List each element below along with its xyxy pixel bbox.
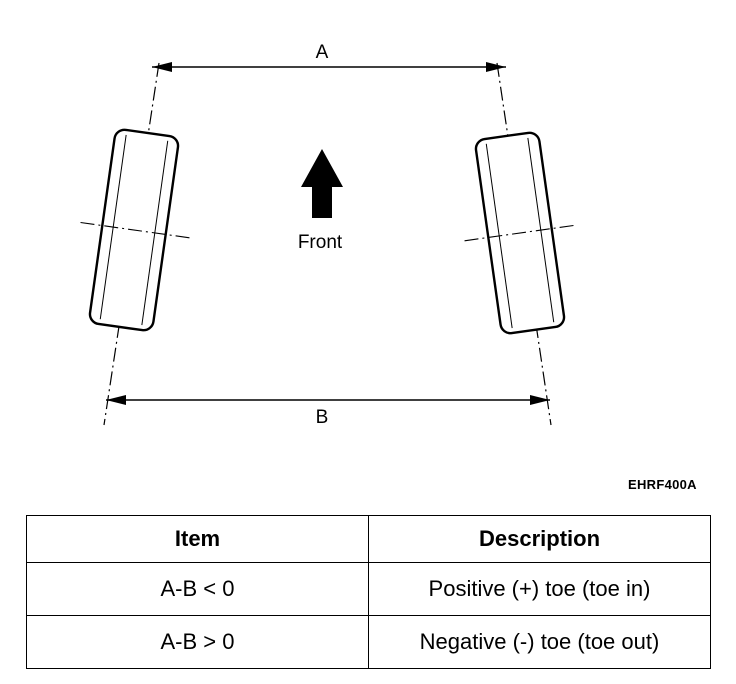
front-arrow-icon	[301, 149, 343, 218]
toe-alignment-diagram: A B Front	[80, 42, 574, 428]
table-row: A-B < 0 Positive (+) toe (toe in)	[26, 562, 711, 616]
row-description: Positive (+) toe (toe in)	[368, 562, 711, 616]
dimension-a-line	[152, 62, 506, 72]
dimension-b-label: B	[316, 407, 329, 428]
front-label: Front	[298, 232, 343, 253]
table-header-row: Item Description	[26, 515, 711, 563]
row-item: A-B < 0	[26, 562, 369, 616]
header-description: Description	[368, 515, 711, 563]
right-wheel	[464, 131, 574, 335]
left-wheel	[80, 128, 190, 332]
dimension-a-label: A	[316, 42, 329, 63]
left-wheel-centerline	[103, 62, 160, 426]
dimension-b-line	[106, 395, 550, 405]
row-description: Negative (-) toe (toe out)	[368, 615, 711, 669]
row-item: A-B > 0	[26, 615, 369, 669]
figure-code: EHRF400A	[628, 477, 697, 492]
toe-spec-table: Item Description A-B < 0 Positive (+) to…	[26, 515, 711, 669]
header-item: Item	[26, 515, 369, 563]
table-row: A-B > 0 Negative (-) toe (toe out)	[26, 615, 711, 669]
right-wheel-centerline	[496, 62, 552, 426]
